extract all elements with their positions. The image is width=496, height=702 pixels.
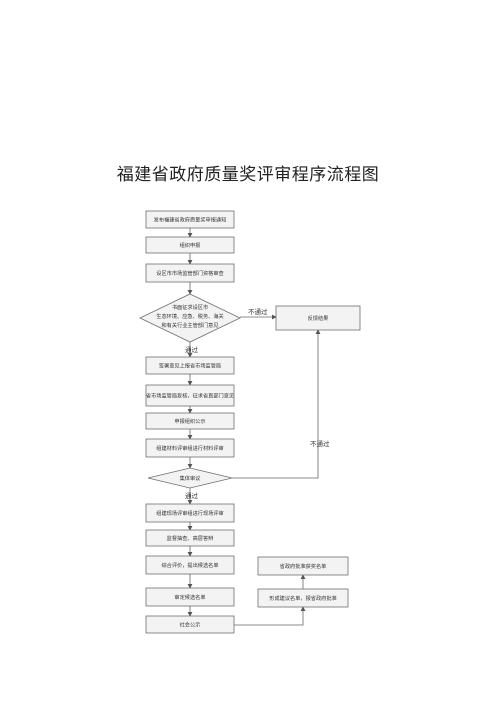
step-label: 设区市市场监管部门资格审查	[156, 269, 223, 277]
pass-label-1: 通过	[185, 345, 199, 354]
step-box-10: 组建现场评审组进行现场评审	[145, 503, 235, 523]
step-box-3: 设区市市场监管部门资格审查	[145, 263, 235, 283]
step-box-7: 申报组织公示	[145, 412, 235, 430]
step-label: 形成建议名单，报省政府批准	[269, 594, 336, 602]
step-label: 申报组织公示	[174, 417, 205, 425]
page-title: 福建省政府质量奖评审程序流程图	[116, 165, 380, 185]
fail-label-2: 不通过	[310, 439, 330, 448]
step-label: 省市场监管局复核，征求省直部门意见	[146, 392, 234, 400]
decision-line: 和有关行业主管部门意见	[161, 321, 218, 329]
step-label: 组建现场评审组进行现场评审	[156, 509, 223, 517]
step-label: 发布福建省政府质量奖申报通知	[154, 216, 227, 224]
step-box-16: 省政府批准获奖名单	[257, 556, 349, 576]
step-label: 审定候选名单	[174, 593, 205, 601]
step-box-6: 省市场监管局复核，征求省直部门意见	[145, 384, 235, 407]
decision-line: 生态环境、应急、税务、海关	[156, 312, 223, 320]
step-box-13: 审定候选名单	[145, 587, 235, 607]
decision-diamond-1: 书面征求设区市 生态环境、应急、税务、海关 和有关行业主管部门意见	[139, 293, 241, 343]
step-box-2: 组织申报	[145, 236, 235, 254]
step-box-8: 组建材料评审组进行材料评审	[145, 438, 235, 458]
step-box-5: 签署意见上报省市场监管局	[145, 356, 235, 375]
step-box-14: 社会公示	[145, 615, 235, 634]
step-box-12: 综合评价，提出候选名单	[145, 555, 235, 575]
step-label: 签署意见上报省市场监管局	[159, 362, 221, 370]
feedback-box: 反馈结果	[275, 305, 361, 331]
step-label: 省政府批准获奖名单	[280, 562, 327, 570]
connectors	[187, 228, 321, 626]
step-label: 综合评价，提出候选名单	[161, 561, 218, 569]
decision-line: 书面征求设区市	[172, 303, 208, 311]
feedback-label: 反馈结果	[308, 314, 329, 322]
step-box-15: 形成建议名单，报省政府批准	[257, 588, 349, 608]
pass-label-2: 通过	[185, 491, 199, 500]
step-box-1: 发布福建省政府质量奖申报通知	[145, 210, 235, 229]
step-box-11: 监督抽查、高层答辩	[145, 529, 235, 547]
fail-label-1: 不通过	[248, 307, 268, 316]
step-label: 组建材料评审组进行材料评审	[156, 444, 223, 452]
decision-label: 集体审议	[180, 474, 202, 482]
step-label: 监督抽查、高层答辩	[167, 534, 214, 542]
step-label: 组织申报	[180, 241, 201, 249]
decision-diamond-2: 集体审议	[147, 467, 233, 489]
step-label: 社会公示	[180, 621, 201, 629]
